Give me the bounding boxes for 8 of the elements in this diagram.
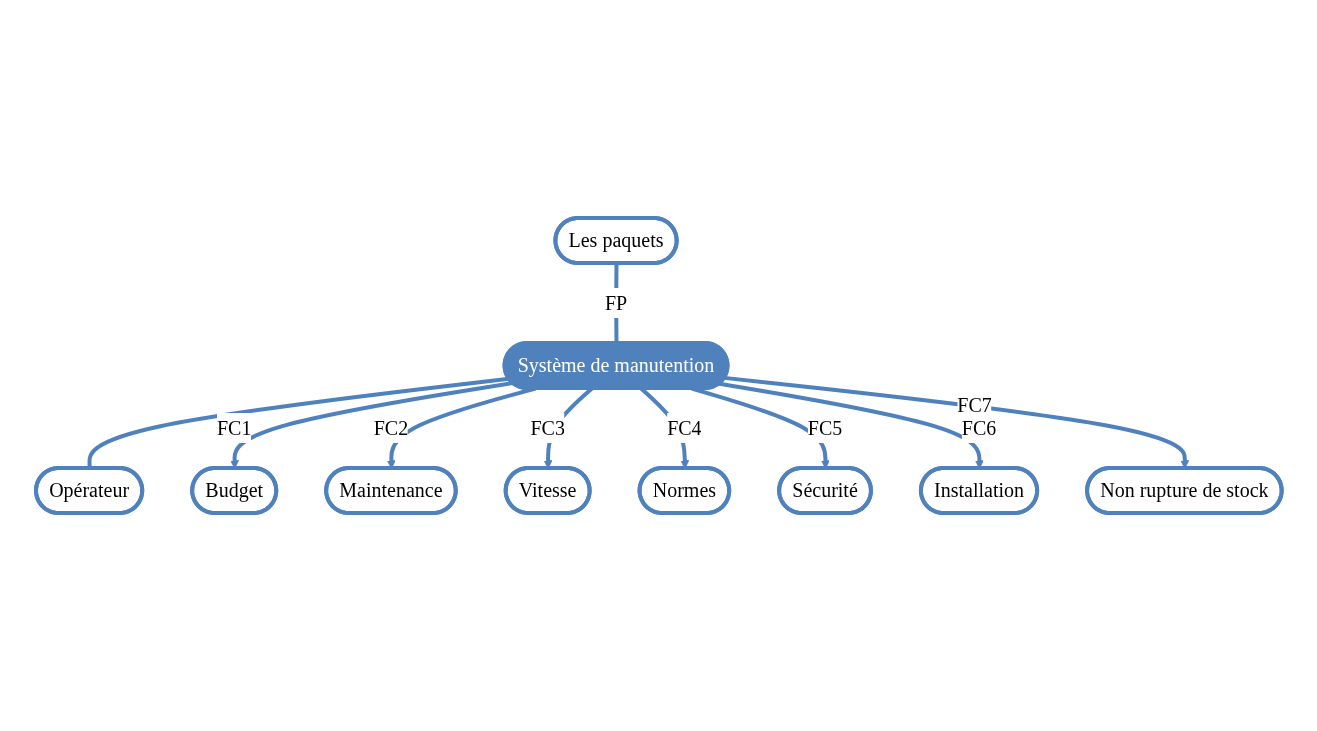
edge-label: FC7 (957, 394, 992, 417)
edge-label: FC2 (373, 416, 408, 439)
edge-label: FP (604, 292, 627, 314)
edge-label: FC1 (216, 416, 252, 439)
edge-label: FC4 (666, 416, 702, 439)
edge-label: FC6 (961, 416, 996, 439)
edge-label: FC5 (807, 416, 842, 439)
edge-label: FC3 (530, 416, 565, 439)
